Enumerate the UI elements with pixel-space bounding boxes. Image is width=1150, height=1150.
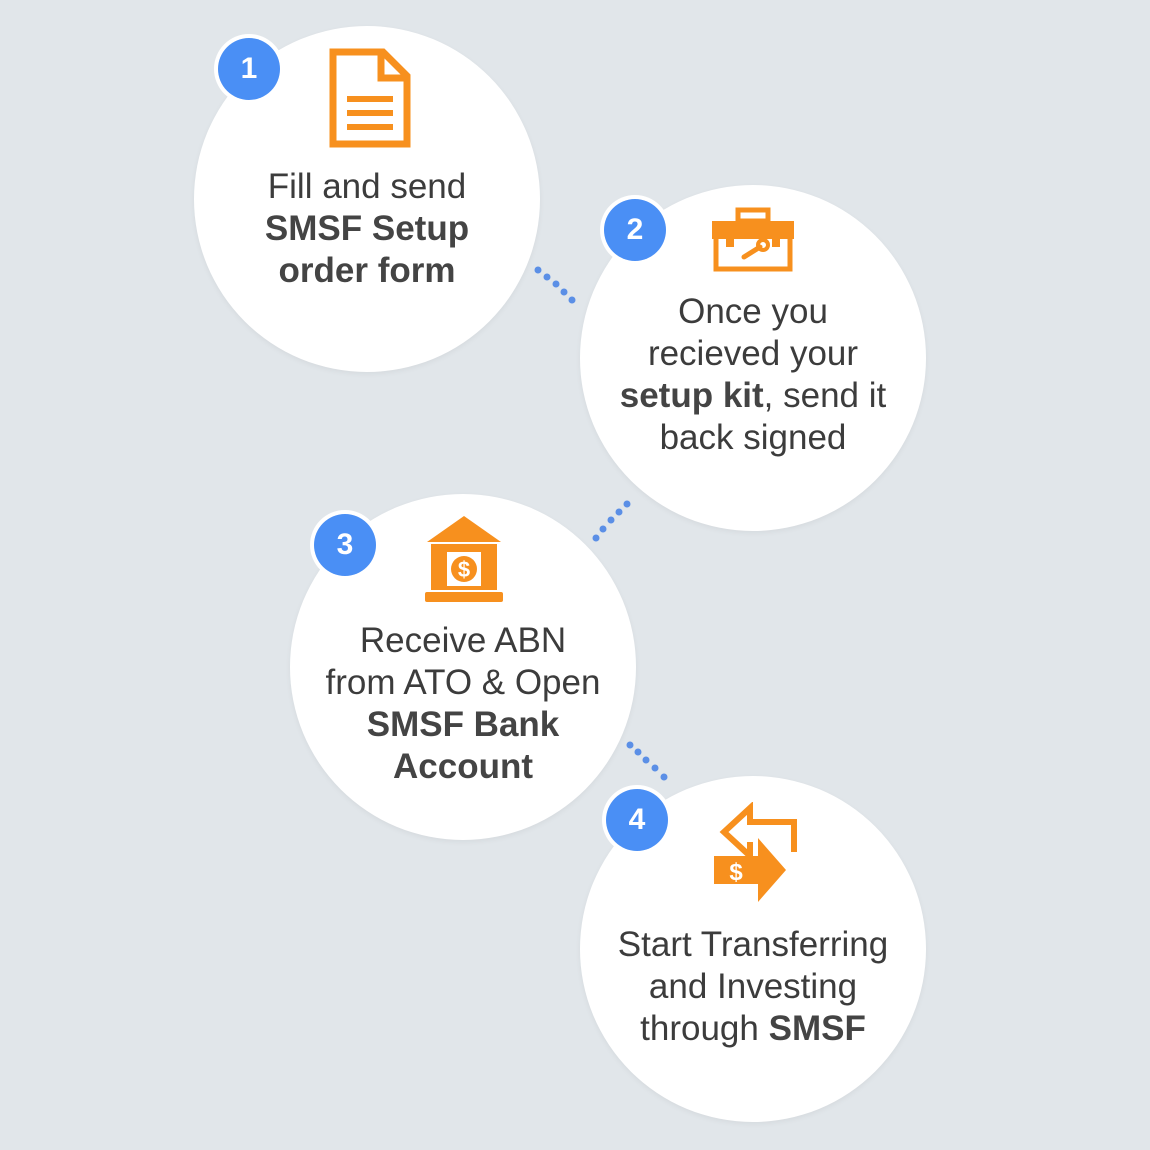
connector-3-4 [626,741,668,781]
transfer-icon: $ [714,802,797,902]
step-1-text: Fill and send SMSF Setup order form [214,166,520,292]
step-4-line2: and Investing [648,967,858,1006]
bank-dollar-sign: $ [458,557,470,582]
step-4-before-bold: through [640,1009,769,1048]
step-1-bold1: SMSF Setup [264,209,470,248]
step-3-bold1: SMSF Bank [366,705,560,744]
document-icon [329,48,411,148]
step-2-after-bold: , send it [763,376,887,415]
connector-1-2 [534,266,576,304]
bank-icon: $ [425,516,503,602]
step-2-text: Once you recieved your setup kit, send i… [600,291,906,459]
transfer-dollar-sign: $ [729,859,743,886]
step-2-line1: Once you [678,292,828,331]
step-2-line2: recieved your [647,334,859,373]
step-2-line4: back signed [659,418,847,457]
step-4-badge: 4 [606,789,668,851]
step-4-bold: SMSF [768,1009,866,1048]
step-1-badge: 1 [218,38,280,100]
step-1-bold2: order form [278,251,456,290]
step-3-badge: 3 [314,514,376,576]
connector-2-3 [592,500,631,542]
step-3-text: Receive ABN from ATO & Open SMSF Bank Ac… [310,620,616,788]
step-3-line2: from ATO & Open [325,663,601,702]
toolbox-icon [712,207,794,272]
step-4-line1: Start Transferring [617,925,889,964]
step-1-line1: Fill and send [267,167,467,206]
step-4-text: Start Transferring and Investing through… [600,924,906,1050]
step-2-bold: setup kit [619,376,764,415]
step-3-line1: Receive ABN [359,621,567,660]
step-2-badge: 2 [604,199,666,261]
step-3-bold2: Account [393,747,533,786]
